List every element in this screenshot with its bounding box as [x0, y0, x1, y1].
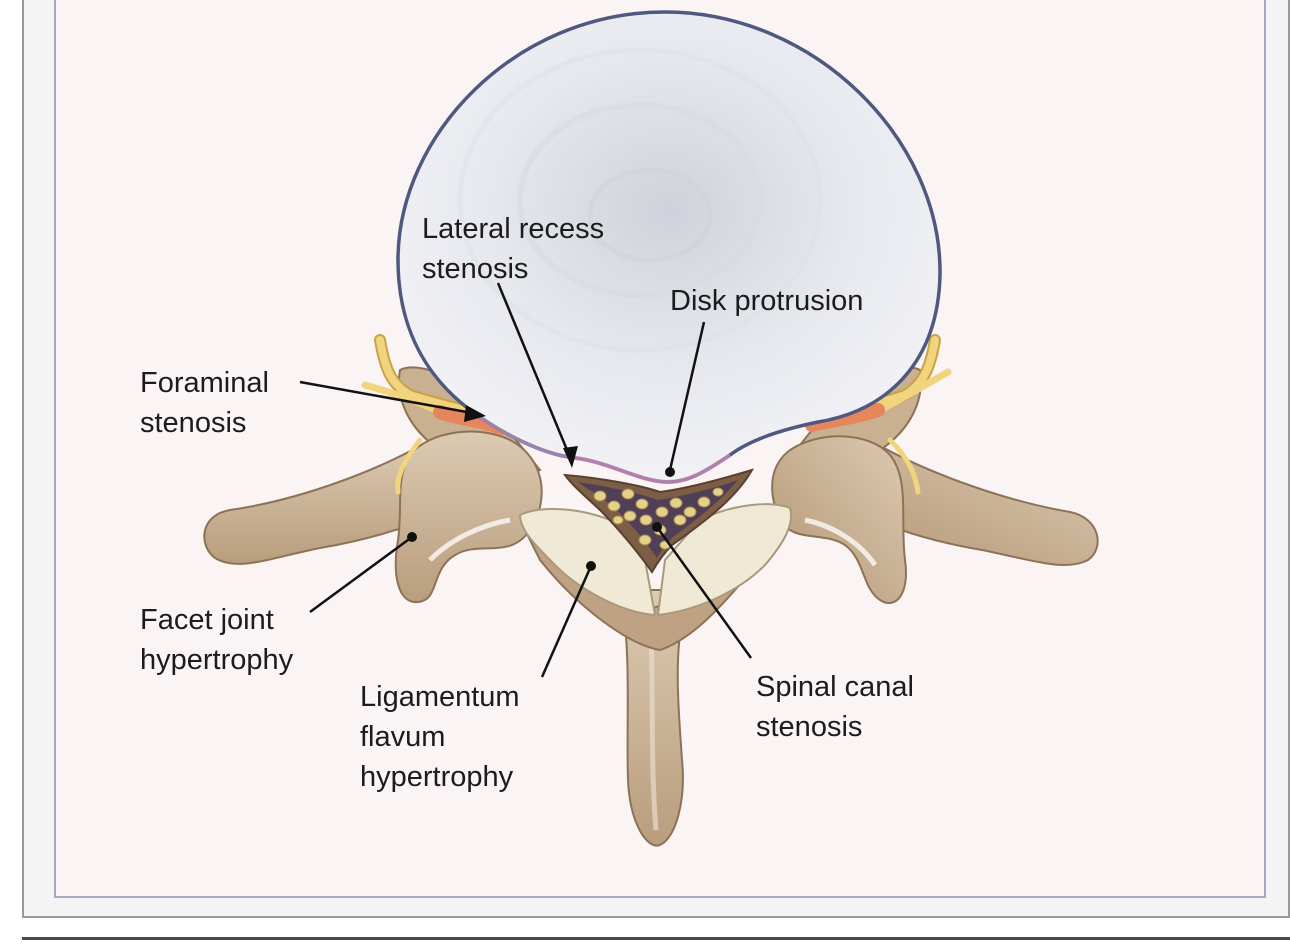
disk-protrusion-dot: [665, 467, 675, 477]
spinal-canal-leader: [655, 526, 753, 659]
leader-lines: [299, 282, 753, 678]
label-lateral-recess-stenosis: Lateral recess stenosis: [422, 213, 612, 285]
cauda-equina: [593, 487, 724, 550]
label-spinal-canal-stenosis: Spinal canal stenosis: [756, 671, 922, 743]
label-facet-joint-hypertrophy: Facet joint hypertrophy: [140, 604, 294, 676]
ligamentum-flavum: [518, 507, 657, 617]
ligamentum-flavum-dot: [586, 561, 596, 571]
ligamentum-flavum-leader: [540, 565, 593, 678]
lateral-recess-leader: [496, 282, 574, 463]
spinal-canal-dot: [652, 522, 662, 532]
label-disk-protrusion: Disk protrusion: [670, 285, 863, 317]
label-ligamentum-flavum-hypertrophy: Ligamentum flavum hypertrophy: [360, 681, 528, 793]
bottom-rule: [22, 937, 1290, 940]
facet-joint-dot: [407, 532, 417, 542]
facet-joint-leader: [309, 535, 413, 614]
right-facet-joint: [771, 435, 907, 605]
lateral-recess-arrowhead: [563, 446, 578, 468]
label-foraminal-stenosis: Foraminal stenosis: [140, 367, 277, 439]
spinous-process: [618, 589, 692, 847]
foraminal-arrowhead: [464, 405, 486, 422]
intervertebral-disk: [396, 10, 942, 484]
foraminal-leader: [299, 380, 479, 416]
leader-dots: [407, 467, 675, 571]
disk-protrusion-leader: [668, 321, 706, 471]
